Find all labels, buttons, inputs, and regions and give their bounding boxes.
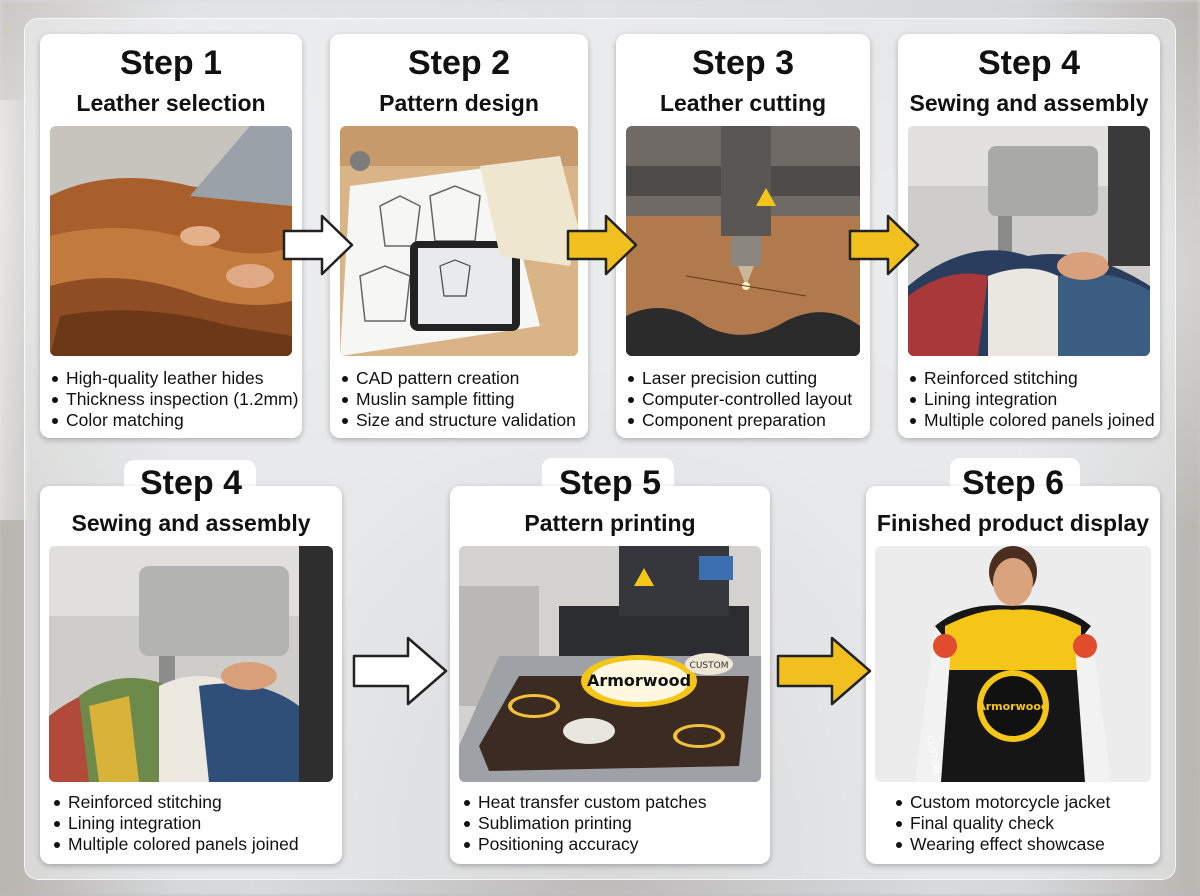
- arrow-right-icon: [352, 636, 448, 706]
- bullet-item: Thickness inspection (1.2mm): [50, 389, 298, 410]
- sewing-machine-photo: [908, 126, 1150, 356]
- step-1-card: Step 1 Leather selection High-quality le…: [40, 34, 302, 438]
- step-bullets: Custom motorcycle jacket Final quality c…: [894, 792, 1110, 855]
- bullet-item: Reinforced stitching: [52, 792, 299, 813]
- step-bullets: Laser precision cutting Computer-control…: [626, 368, 852, 431]
- step-subtitle: Leather selection: [76, 90, 266, 116]
- bullet-item: Color matching: [50, 410, 298, 431]
- step-title: Step 6: [961, 464, 1065, 502]
- arrow-right-icon: [776, 636, 872, 706]
- bullet-item: Final quality check: [894, 813, 1110, 834]
- bullet-item: Sublimation printing: [462, 813, 707, 834]
- step-3-card: Step 3 Leather cutting Laser precision c…: [616, 34, 870, 438]
- bullet-item: Positioning accuracy: [462, 834, 707, 855]
- sewing-machine-photo: [49, 546, 333, 782]
- arrow-right-icon: [566, 214, 638, 276]
- step-4-card: Step 4 Sewing and assembly Reinforced st…: [898, 34, 1160, 438]
- step-bullets: CAD pattern creation Muslin sample fitti…: [340, 368, 576, 431]
- arrow-right-icon: [848, 214, 920, 276]
- step-title: Step 1: [119, 44, 223, 82]
- finished-jacket-photo: Armorwood CUSTOM: [875, 546, 1151, 782]
- step-bullets: Reinforced stitching Lining integration …: [908, 368, 1155, 431]
- bullet-item: Muslin sample fitting: [340, 389, 576, 410]
- step-4b-card: Step 4 Sewing and assembly Reinforced st…: [40, 464, 342, 864]
- step-title: Step 3: [691, 44, 795, 82]
- bullet-item: Multiple colored panels joined: [908, 410, 1155, 431]
- step-subtitle: Sewing and assembly: [909, 90, 1149, 116]
- step-bullets: Heat transfer custom patches Sublimation…: [462, 792, 707, 855]
- bullet-item: High-quality leather hides: [50, 368, 298, 389]
- step-title: Step 5: [558, 464, 662, 502]
- bullet-item: CAD pattern creation: [340, 368, 576, 389]
- window-pane: [0, 100, 28, 520]
- heat-press-photo: Armorwood CUSTOM: [459, 546, 761, 782]
- step-title: Step 4: [977, 44, 1081, 82]
- laser-cutter-photo: [626, 126, 860, 356]
- bullet-item: Reinforced stitching: [908, 368, 1155, 389]
- bullet-item: Lining integration: [52, 813, 299, 834]
- step-6-card: Step 6 Finished product display Armorwoo…: [866, 464, 1160, 864]
- pattern-sketches-photo: [340, 126, 578, 356]
- bullet-item: Heat transfer custom patches: [462, 792, 707, 813]
- step-bullets: Reinforced stitching Lining integration …: [52, 792, 299, 855]
- step-subtitle: Sewing and assembly: [71, 510, 311, 536]
- step-subtitle: Leather cutting: [659, 90, 827, 116]
- arrow-right-icon: [282, 214, 354, 276]
- step-subtitle: Pattern printing: [524, 510, 696, 536]
- step-title: Step 4: [139, 464, 243, 502]
- jacket-brand-text: Armorwood: [977, 700, 1049, 713]
- bullet-item: Size and structure validation: [340, 410, 576, 431]
- step-subtitle: Pattern design: [379, 90, 539, 116]
- bullet-item: Computer-controlled layout: [626, 389, 852, 410]
- bullet-item: Custom motorcycle jacket: [894, 792, 1110, 813]
- step-5-card: Step 5 Pattern printing Armorwood CUSTOM…: [450, 464, 770, 864]
- step-bullets: High-quality leather hides Thickness ins…: [50, 368, 298, 431]
- bullet-item: Component preparation: [626, 410, 852, 431]
- step-title: Step 2: [407, 44, 511, 82]
- bullet-item: Lining integration: [908, 389, 1155, 410]
- patch-small-text: CUSTOM: [690, 661, 729, 671]
- patch-brand-text: Armorwood: [587, 671, 691, 690]
- bullet-item: Wearing effect showcase: [894, 834, 1110, 855]
- leather-hides-photo: [50, 126, 292, 356]
- bullet-item: Multiple colored panels joined: [52, 834, 299, 855]
- bullet-item: Laser precision cutting: [626, 368, 852, 389]
- step-2-card: Step 2 Pattern design CAD pattern creati…: [330, 34, 588, 438]
- step-subtitle: Finished product display: [876, 510, 1150, 536]
